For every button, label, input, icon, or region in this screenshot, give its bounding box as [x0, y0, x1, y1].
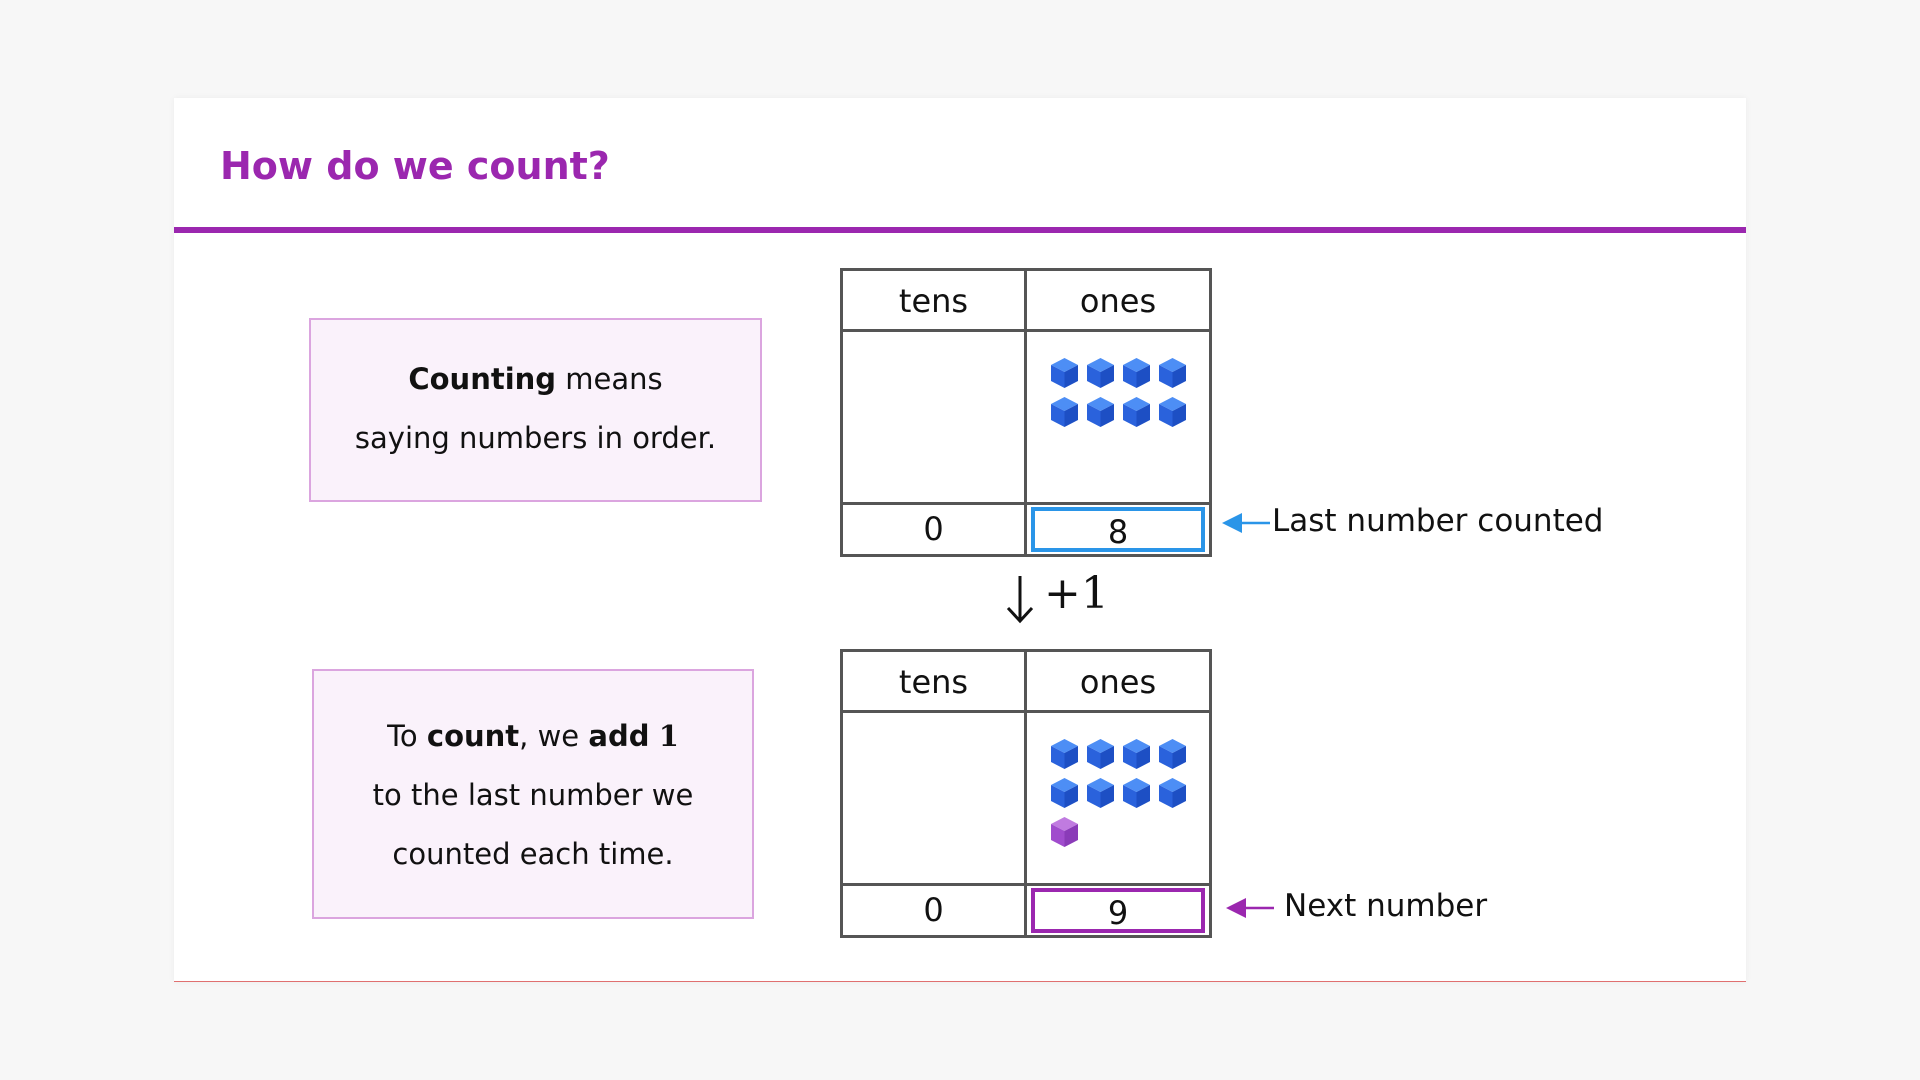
note2-line2: to the last number we [372, 778, 694, 812]
cube-purple-icon [1051, 817, 1078, 847]
place-value-table-before: tens ones 0 8 [840, 268, 1212, 557]
ones-header: ones [1027, 271, 1209, 332]
tens-cell [843, 332, 1027, 502]
cube-blue-icon [1123, 778, 1150, 808]
definition-note: Counting means saying numbers in order. [309, 318, 762, 502]
cube-blue-icon [1087, 358, 1114, 388]
value-row: 0 8 [843, 502, 1209, 554]
note1-bold: Counting [408, 362, 557, 396]
value-row: 0 9 [843, 883, 1209, 935]
title-underline [174, 227, 1746, 233]
note2-pre: To [387, 719, 427, 753]
cube-blue-icon [1159, 739, 1186, 769]
last-number-label: Last number counted [1272, 503, 1604, 539]
arrow-left-icon [1226, 898, 1274, 918]
cube-blue-icon [1051, 778, 1078, 808]
cube-blue-icon [1051, 397, 1078, 427]
cube-blue-icon [1123, 397, 1150, 427]
ones-cubes-cell [1027, 332, 1209, 502]
note2-line3: counted each time. [392, 837, 674, 871]
next-number-label: Next number [1284, 888, 1488, 924]
cube-blue-icon [1159, 778, 1186, 808]
cube-blue-icon [1087, 778, 1114, 808]
note2-mid: , we [519, 719, 589, 753]
cube-blue-icon [1159, 397, 1186, 427]
ones-cubes-cell [1027, 713, 1209, 883]
place-value-table-after: tens ones 0 9 [840, 649, 1212, 938]
tens-cell [843, 713, 1027, 883]
note1-line2: saying numbers in order. [354, 421, 717, 455]
ones-value-highlight: 9 [1031, 888, 1205, 933]
tens-header: tens [843, 271, 1027, 332]
tens-value: 0 [843, 886, 1027, 935]
note1-line1: Counting means [311, 350, 760, 409]
note2-line1: To count, we add 1 [314, 707, 752, 766]
arrow-down-icon [1006, 576, 1034, 624]
cube-blue-icon [1087, 397, 1114, 427]
page-title: How do we count? [220, 144, 610, 188]
slide: How do we count? Counting means saying n… [174, 98, 1746, 982]
tens-header: tens [843, 652, 1027, 713]
note2-bold-add: add [588, 719, 650, 753]
arrow-left-icon [1222, 513, 1270, 533]
ones-header: ones [1027, 652, 1209, 713]
cube-blue-icon [1123, 358, 1150, 388]
note2-num: 1 [658, 719, 679, 753]
note1-rest: means [556, 362, 663, 396]
cube-blue-icon [1123, 739, 1150, 769]
cube-blue-icon [1051, 739, 1078, 769]
tens-value: 0 [843, 505, 1027, 554]
cube-blue-icon [1087, 739, 1114, 769]
cube-blue-icon [1159, 358, 1186, 388]
note2-bold-count: count [426, 719, 520, 753]
cube-blue-icon [1051, 358, 1078, 388]
ones-value-highlight: 8 [1031, 507, 1205, 552]
plus-one-label: +1 [1044, 568, 1109, 619]
plus-one-operation: +1 [1004, 568, 1164, 628]
counting-rule-note: To count, we add 1 to the last number we… [312, 669, 754, 919]
